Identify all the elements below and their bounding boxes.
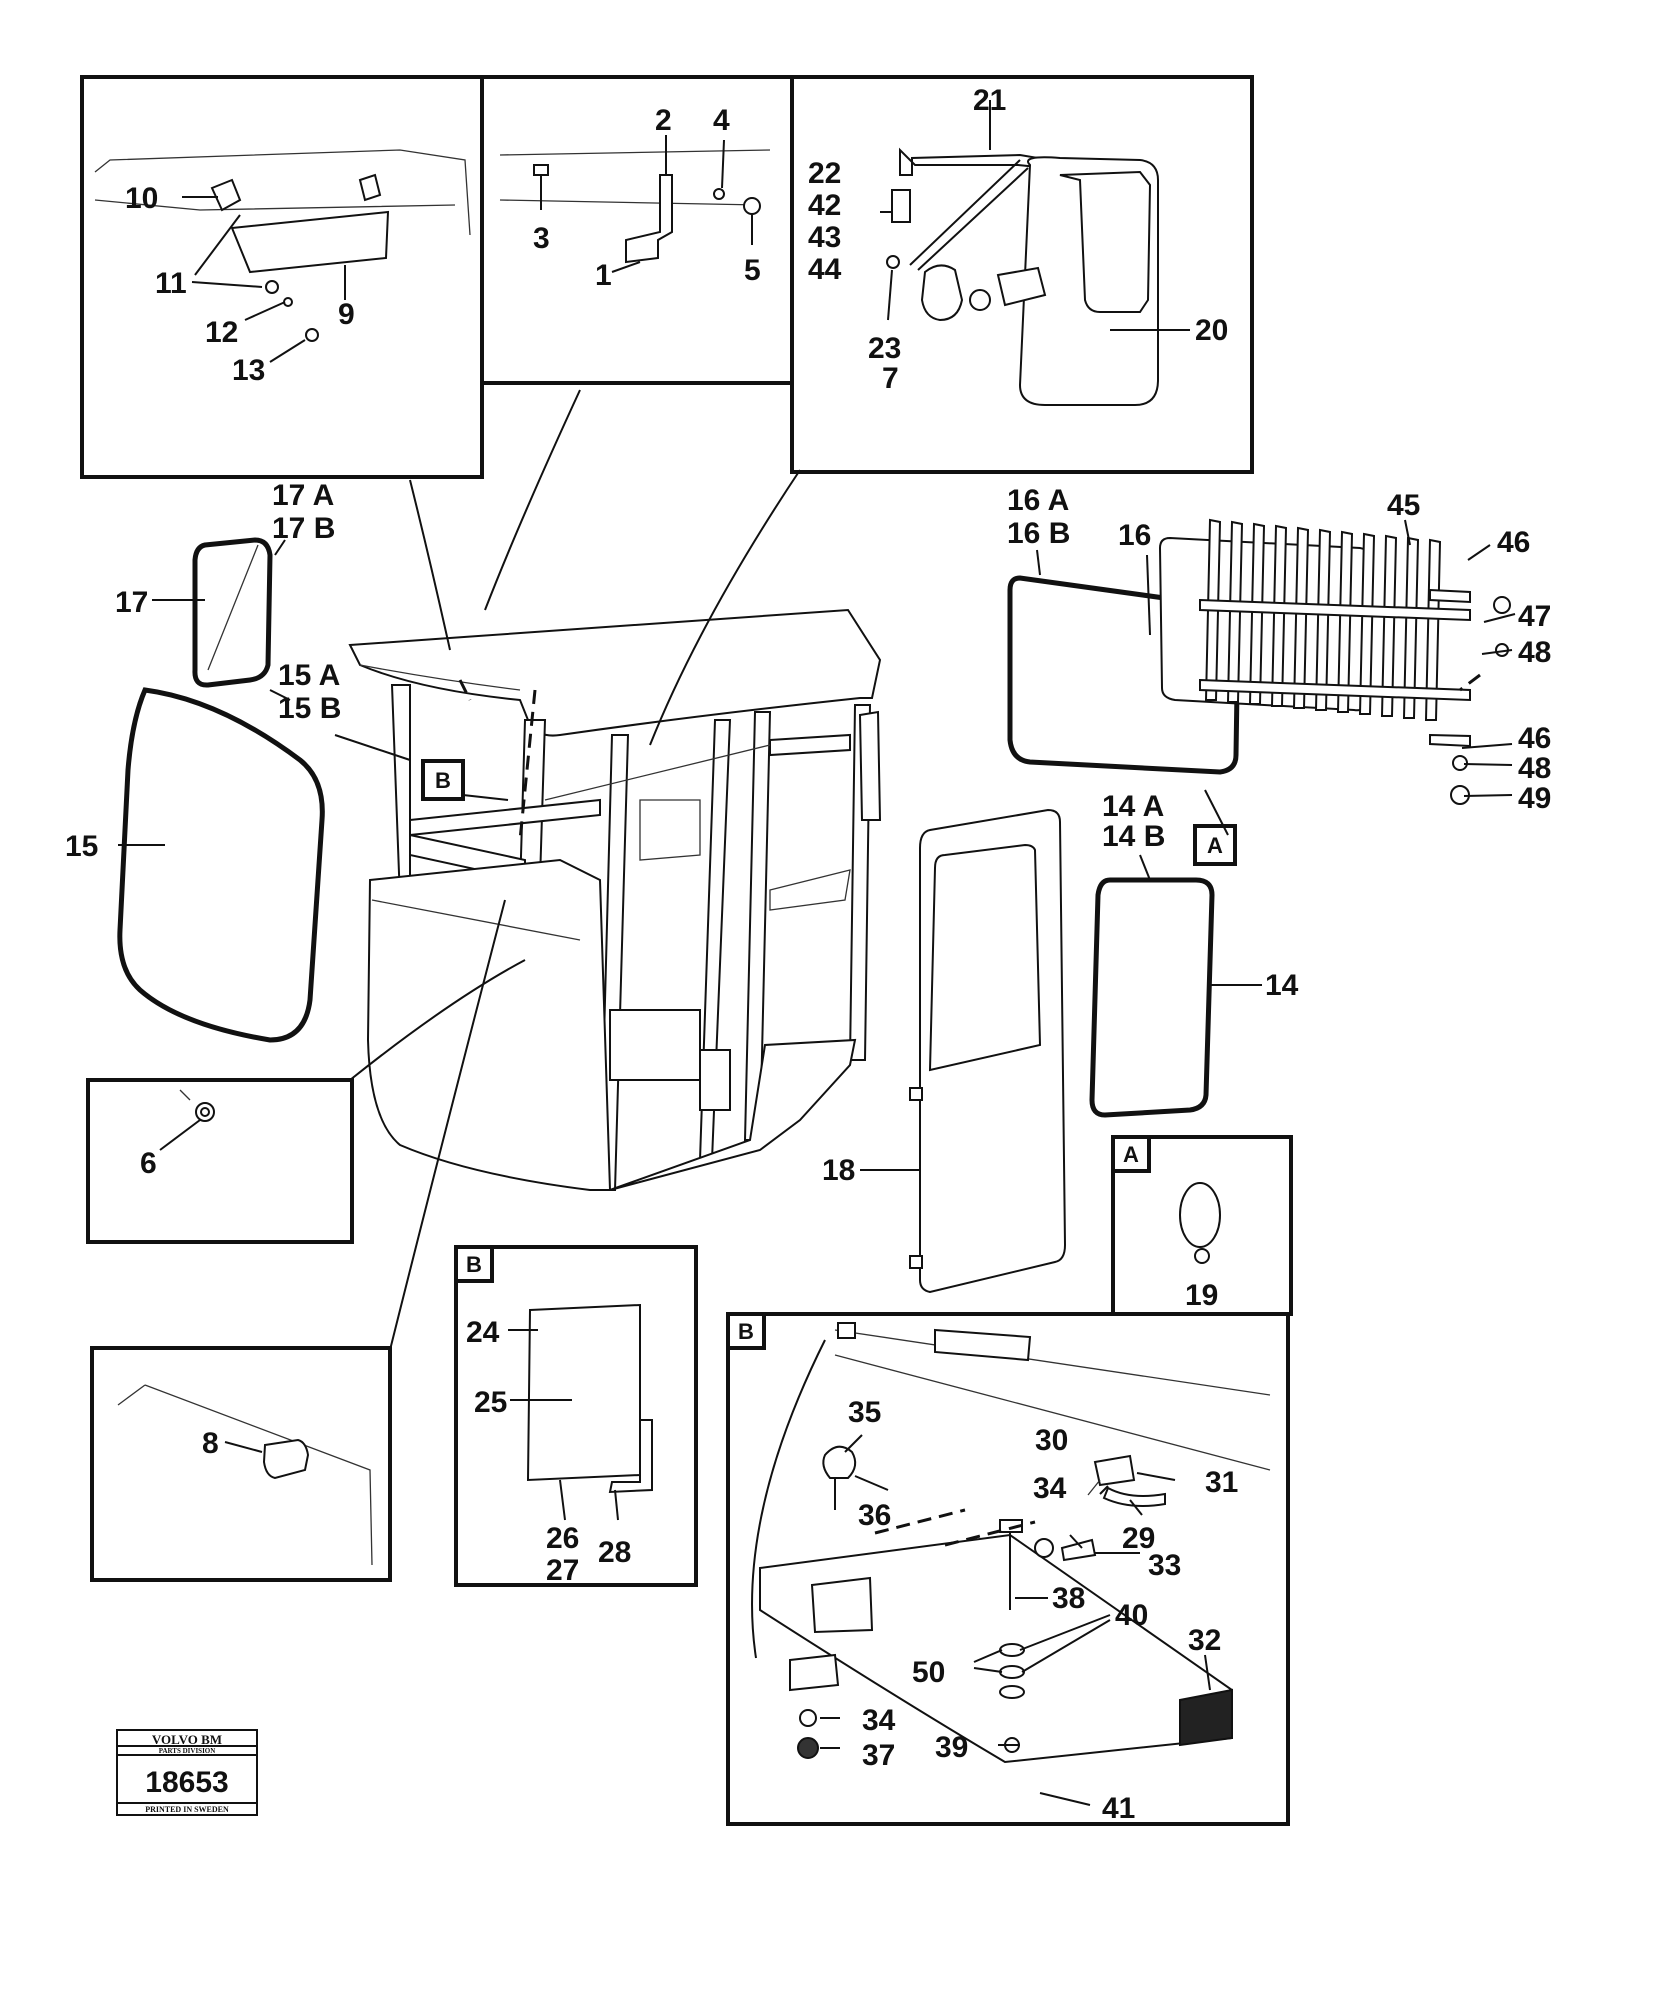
- box-label-main-a-frame: [1193, 824, 1237, 866]
- callout-27: 27: [546, 1554, 579, 1587]
- logo-division: PARTS DIVISION: [159, 1747, 216, 1755]
- callout-45: 45: [1387, 489, 1420, 522]
- seal-19: [1179, 1182, 1221, 1248]
- window-17: [192, 537, 273, 688]
- callout-48b: 48: [1518, 752, 1551, 785]
- visor-hinge: [210, 178, 242, 212]
- callout-36: 36: [858, 1499, 891, 1532]
- callout-18: 18: [822, 1154, 855, 1187]
- bracket: [625, 174, 673, 264]
- callout-34a: 34: [1033, 1472, 1067, 1505]
- detail-frame-window-b: [454, 1245, 698, 1587]
- callout-49: 49: [1518, 782, 1551, 815]
- callout-24: 24: [466, 1316, 500, 1349]
- sun-visor: [230, 210, 390, 274]
- detail-frame-sun-visor: [80, 75, 484, 479]
- callout-15b: 15 B: [278, 692, 341, 725]
- callout-41: 41: [1102, 1792, 1135, 1825]
- cab-roof: [348, 608, 882, 737]
- callout-19: 19: [1185, 1279, 1218, 1312]
- detail-frame-hatch-b: [726, 1312, 1290, 1826]
- plug-8: [262, 1438, 310, 1480]
- cab-frame: [390, 684, 411, 907]
- detail-frame-catch: [86, 1078, 354, 1244]
- box-label-main-b-frame: [421, 759, 465, 801]
- cab-lower-body: [366, 858, 612, 1191]
- callout-31: 31: [1205, 1466, 1238, 1499]
- callout-32: 32: [1188, 1624, 1221, 1657]
- callout-43: 43: [808, 221, 841, 254]
- callout-26: 26: [546, 1522, 579, 1555]
- callout-9: 9: [338, 298, 355, 331]
- callout-20: 20: [1195, 314, 1228, 347]
- callout-1: 1: [595, 259, 612, 292]
- callout-22: 22: [808, 157, 841, 190]
- detail-frame-mirror: [790, 75, 1254, 474]
- box-label-detail-a-frame: [1111, 1135, 1151, 1173]
- callout-11: 11: [155, 267, 187, 300]
- callout-28: 28: [598, 1536, 631, 1569]
- logo-number: 18653: [145, 1766, 228, 1799]
- callout-46b: 46: [1518, 722, 1551, 755]
- callout-46a: 46: [1497, 526, 1530, 559]
- callout-13: 13: [232, 354, 265, 387]
- callout-14a: 14 A: [1102, 790, 1164, 823]
- detail-frame-bracket: [480, 75, 794, 385]
- logo-printed: PRINTED IN SWEDEN: [145, 1805, 229, 1814]
- callout-17: 17: [115, 586, 148, 619]
- box-label-detail-b-small: B: [466, 1252, 482, 1277]
- callout-48a: 48: [1518, 636, 1551, 669]
- callout-23: 23: [868, 332, 901, 365]
- callout-34b: 34: [862, 1704, 896, 1737]
- window-15: [117, 687, 325, 1043]
- callout-15a: 15 A: [278, 659, 340, 692]
- callout-16b: 16 B: [1007, 517, 1070, 550]
- callout-6: 6: [140, 1147, 157, 1180]
- callout-16a: 16 A: [1007, 484, 1069, 517]
- callout-14: 14: [1265, 969, 1299, 1002]
- box-label-main-b: B: [435, 768, 451, 793]
- callout-29: 29: [1122, 1522, 1155, 1555]
- callout-39: 39: [935, 1731, 968, 1764]
- callout-5: 5: [744, 254, 761, 287]
- box-label-detail-b-large: B: [738, 1319, 754, 1344]
- hatch-beam-32: [759, 1533, 1233, 1764]
- logo-brand: VOLVO BM: [152, 1732, 222, 1747]
- callout-21: 21: [973, 84, 1006, 117]
- callout-44: 44: [808, 253, 842, 286]
- callout-7: 7: [882, 362, 899, 395]
- callout-3: 3: [533, 222, 550, 255]
- callout-47: 47: [1518, 600, 1551, 633]
- callout-35: 35: [848, 1396, 881, 1429]
- volvo-bm-logo: VOLVO BM PARTS DIVISION 18653 PRINTED IN…: [116, 1729, 258, 1816]
- callout-38: 38: [1052, 1582, 1085, 1615]
- detail-frame-plug: [90, 1346, 392, 1582]
- callout-33: 33: [1148, 1549, 1181, 1582]
- window-14: [1089, 877, 1215, 1118]
- callout-50: 50: [912, 1656, 945, 1689]
- callout-37: 37: [862, 1739, 895, 1772]
- callout-25: 25: [474, 1386, 507, 1419]
- callout-2: 2: [655, 104, 672, 137]
- callout-30: 30: [1035, 1424, 1068, 1457]
- callout-15: 15: [65, 830, 98, 863]
- callout-17a: 17 A: [272, 479, 334, 512]
- callout-14b: 14 B: [1102, 820, 1165, 853]
- box-label-detail-b-small-frame: [454, 1245, 494, 1283]
- callout-42: 42: [808, 189, 841, 222]
- callout-8: 8: [202, 1427, 219, 1460]
- callout-10: 10: [125, 182, 158, 215]
- box-label-detail-a: A: [1123, 1142, 1139, 1167]
- box-label-main-a: A: [1207, 833, 1223, 858]
- box-label-detail-b-large-frame: [726, 1312, 766, 1350]
- callout-17b: 17 B: [272, 512, 335, 545]
- callout-labels: 1 2 3 4 5 6 7 8 9 10 11 12 13 14 14 A 14…: [65, 84, 1551, 1825]
- callout-12: 12: [205, 316, 238, 349]
- callout-40: 40: [1115, 1599, 1148, 1632]
- callout-4: 4: [713, 104, 730, 137]
- callout-16: 16: [1118, 519, 1151, 552]
